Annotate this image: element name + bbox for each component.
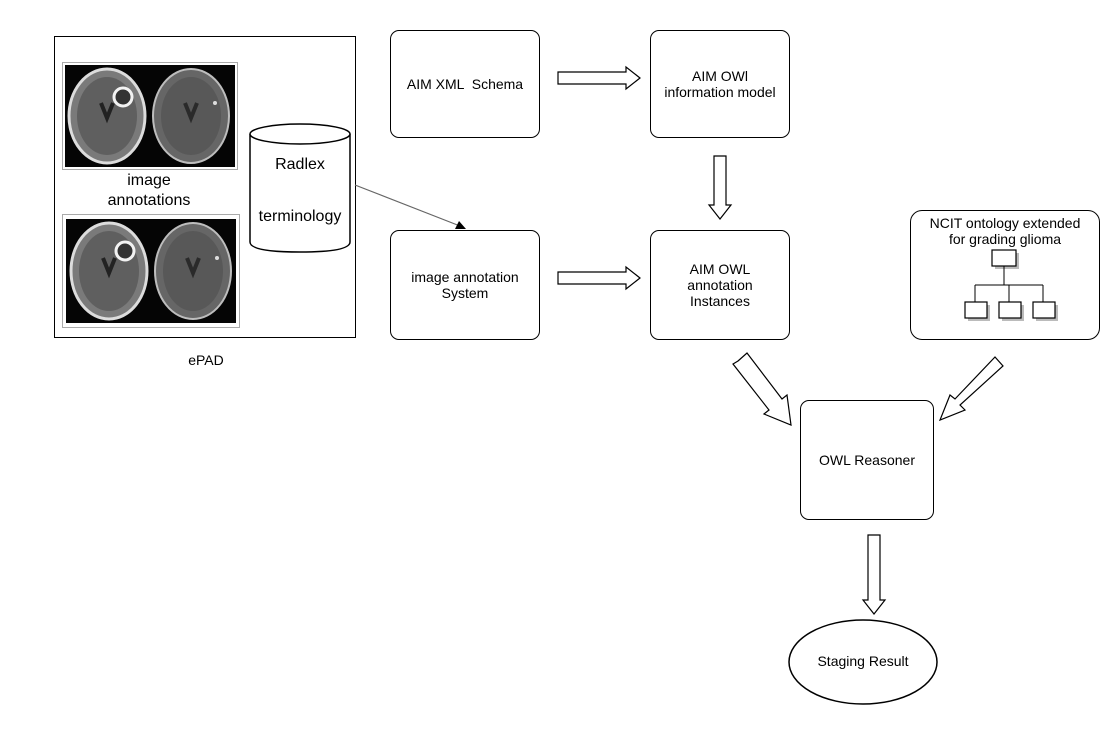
staging-result-label: Staging Result <box>817 653 909 669</box>
aim-owl-model-node: AIM OWl information model <box>650 30 790 138</box>
terminology-label: terminology <box>258 208 342 225</box>
ncit-line1: NCIT ontology extended <box>929 215 1081 231</box>
owl-reasoner-label: OWL Reasoner <box>819 452 915 468</box>
aim-owl-model-line1: AIM OWl <box>692 68 748 84</box>
aim-owl-instances-line3: Instances <box>690 293 750 309</box>
arrow-model-to-instances <box>707 155 733 220</box>
arrow-ncit-to-reasoner <box>938 356 1004 422</box>
ontology-tree-icon <box>964 249 1058 321</box>
image-caption-line2: annotations <box>107 192 191 209</box>
aim-owl-instances-line2: annotation <box>687 277 753 293</box>
annotation-system-line1: image annotation <box>411 269 519 285</box>
mri-scan-top-svg <box>65 65 235 167</box>
mri-scan-bottom-svg <box>66 219 236 323</box>
aim-owl-instances-node: AIM OWL annotation Instances <box>650 230 790 340</box>
owl-reasoner-node: OWL Reasoner <box>800 400 934 520</box>
arrow-system-to-instances <box>557 265 641 291</box>
mri-image-bottom <box>62 214 240 328</box>
aim-owl-instances-line1: AIM OWL <box>689 261 751 277</box>
annotation-system-node: image annotation System <box>390 230 540 340</box>
ncit-line2: for grading glioma <box>948 231 1062 247</box>
radlex-label: Radlex <box>275 156 325 173</box>
aim-owl-model-line2: information model <box>664 84 776 100</box>
aim-xml-schema-node: AIM XML Schema <box>390 30 540 138</box>
image-caption-line1: image <box>127 172 171 189</box>
radlex-link-line <box>354 184 461 227</box>
arrow-xml-to-owl <box>557 65 641 91</box>
arrow-instances-to-reasoner <box>732 352 792 426</box>
staging-result-shape <box>788 619 938 705</box>
epad-label: ePAD <box>188 352 224 368</box>
arrow-reasoner-to-result <box>861 534 887 615</box>
ncit-ontology-node: NCIT ontology extended for grading gliom… <box>910 210 1100 340</box>
aim-xml-schema-label: AIM XML Schema <box>406 76 524 92</box>
annotation-system-line2: System <box>441 285 489 301</box>
epad-container <box>54 36 356 338</box>
radlex-cylinder-shape <box>249 123 351 253</box>
radlex-link-arrowhead <box>455 221 466 229</box>
mri-image-top <box>62 62 238 170</box>
